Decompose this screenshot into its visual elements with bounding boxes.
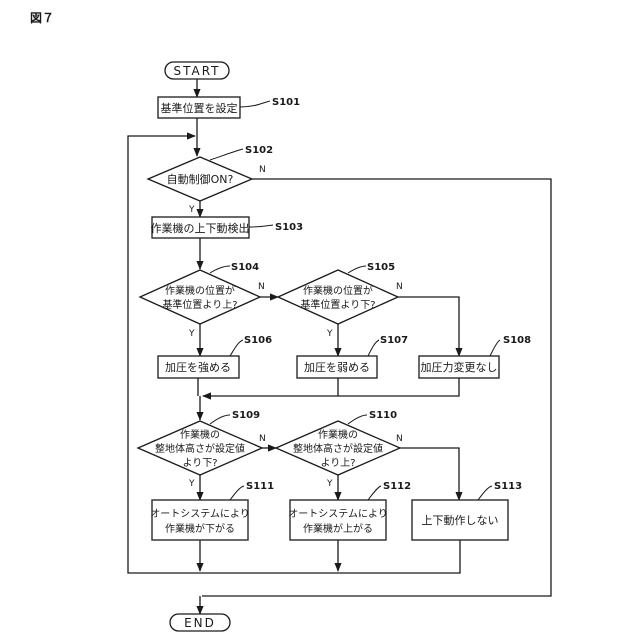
s105-no-label: N <box>396 282 403 292</box>
s110-leader <box>348 415 367 424</box>
s110-step-id: S110 <box>369 410 397 421</box>
process-s103: 作業機の上下動検出 <box>151 217 250 238</box>
s111-step-id: S111 <box>246 481 274 492</box>
s110-text-line2: 整地体高さが設定値 <box>293 442 383 455</box>
s109-text-line1: 作業機の <box>180 428 220 441</box>
s107-leader <box>368 340 379 356</box>
s102-yes-label: Y <box>188 205 195 215</box>
s105-step-id: S105 <box>367 262 395 273</box>
end-label: END <box>184 616 216 630</box>
s113-text: 上下動作しない <box>422 513 499 527</box>
s104-step-id: S104 <box>231 262 259 273</box>
s106-leader <box>230 340 243 356</box>
s112-text-line1: オートシステムにより <box>288 508 388 520</box>
s101-step-id: S101 <box>272 97 300 108</box>
s110-text-line1: 作業機の <box>318 428 358 441</box>
s107-step-id: S107 <box>380 335 408 346</box>
s113-leader <box>478 486 492 500</box>
s111-text-line1: オートシステムにより <box>150 508 250 520</box>
decision-s110: 作業機の 整地体高さが設定値 より上? <box>276 421 400 475</box>
s108-step-id: S108 <box>503 335 531 346</box>
s104-no-label: N <box>258 282 265 292</box>
process-s107: 加圧を弱める <box>297 356 377 378</box>
decision-s105: 作業機の位置が 基準位置より下? <box>278 270 398 324</box>
decision-s109: 作業機の 整地体高さが設定値 より下? <box>138 421 262 475</box>
s111-leader <box>230 486 244 500</box>
s103-step-id: S103 <box>275 222 303 233</box>
s109-text-line3: より下? <box>182 457 217 469</box>
s104-text-line1: 作業機の位置が <box>165 284 235 297</box>
s112-leader <box>368 486 381 500</box>
s110-text-line3: より上? <box>320 457 355 469</box>
end-terminal: END <box>170 614 230 631</box>
s109-leader <box>210 415 230 424</box>
s105-text-line1: 作業機の位置が <box>303 284 373 297</box>
start-label: START <box>173 64 220 78</box>
s102-step-id: S102 <box>245 145 273 156</box>
s110-yes-label: Y <box>326 479 333 489</box>
s103-text: 作業機の上下動検出 <box>151 221 250 235</box>
s101-text: 基準位置を設定 <box>161 101 238 115</box>
s111-text-line2: 作業機が下がる <box>165 522 235 535</box>
s102-leader <box>210 149 243 160</box>
s108-leader <box>490 340 500 356</box>
process-s111: オートシステムにより 作業機が下がる <box>150 500 250 540</box>
process-s101: 基準位置を設定 <box>158 97 240 118</box>
s102-no-label: N <box>259 165 266 175</box>
s109-step-id: S109 <box>232 410 260 421</box>
s112-step-id: S112 <box>383 481 411 492</box>
s105-yes-label: Y <box>326 329 333 339</box>
s105-leader <box>348 266 366 273</box>
s104-yes-label: Y <box>188 329 195 339</box>
s110-no-label: N <box>396 434 403 444</box>
s101-leader <box>240 101 270 107</box>
s106-text: 加圧を強める <box>165 361 231 374</box>
merge-connector-row1 <box>203 378 459 396</box>
s106-step-id: S106 <box>244 335 272 346</box>
connector-s105-s108 <box>398 297 459 356</box>
process-s112: オートシステムにより 作業機が上がる <box>288 500 388 540</box>
decision-s102: 自動制御ON? <box>148 157 252 201</box>
s109-no-label: N <box>259 434 266 444</box>
merge-connector-row2 <box>200 540 460 573</box>
process-s106: 加圧を強める <box>158 356 239 378</box>
s109-yes-label: Y <box>188 479 195 489</box>
s112-text-line2: 作業機が上がる <box>303 522 373 535</box>
connector-s110-s113 <box>400 448 459 500</box>
s109-text-line2: 整地体高さが設定値 <box>155 442 245 455</box>
figure-label: 図７ <box>30 11 54 25</box>
s108-text: 加圧力変更なし <box>421 360 498 374</box>
process-s113: 上下動作しない <box>412 500 508 540</box>
process-s108: 加圧力変更なし <box>419 356 499 378</box>
start-terminal: START <box>165 62 229 79</box>
s104-text-line2: 基準位置より上? <box>162 298 237 311</box>
s107-text: 加圧を弱める <box>304 361 370 374</box>
s103-leader <box>249 225 273 227</box>
decision-s104: 作業機の位置が 基準位置より上? <box>140 270 260 324</box>
s102-text: 自動制御ON? <box>167 172 234 186</box>
s104-leader <box>210 266 230 273</box>
s105-text-line2: 基準位置より下? <box>300 298 375 311</box>
s113-step-id: S113 <box>494 481 522 492</box>
